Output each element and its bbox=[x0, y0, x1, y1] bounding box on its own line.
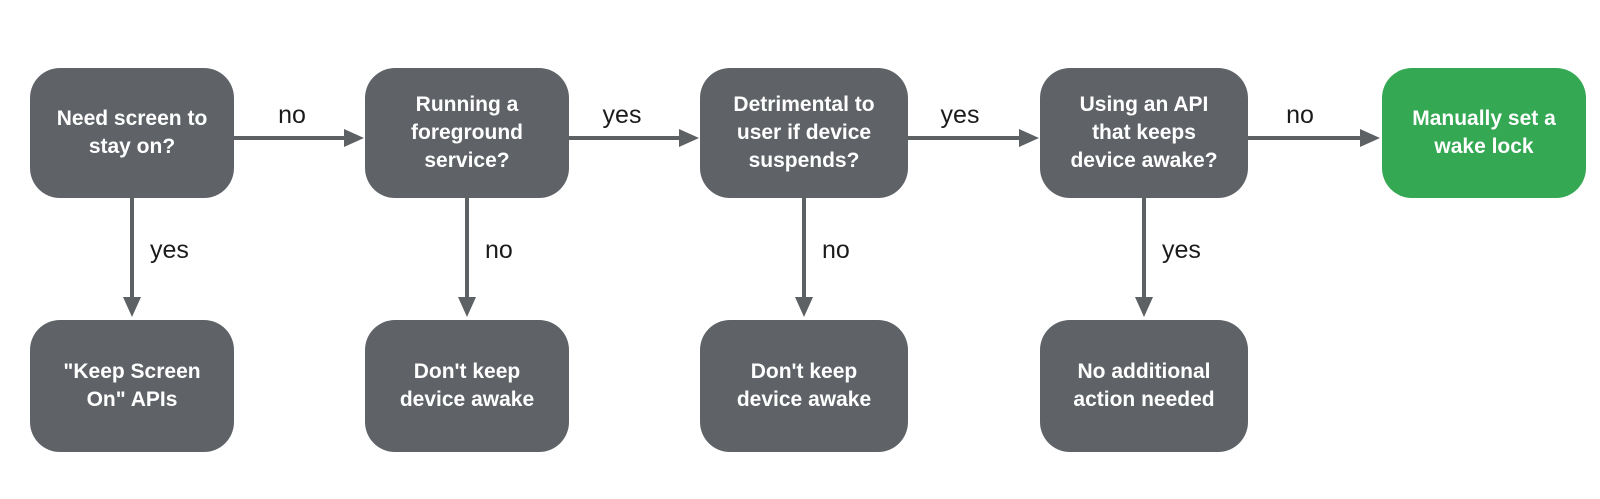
edge-label-q4-yes: yes bbox=[1162, 236, 1201, 264]
edge-label-q3-yes: yes bbox=[940, 101, 980, 129]
node-no-additional-action: No additional action needed bbox=[1040, 320, 1248, 452]
edge-label-q2-no: no bbox=[485, 236, 513, 264]
edge-label-q3-no: no bbox=[822, 236, 850, 264]
node-detrimental-question: Detrimental to user if device suspends? bbox=[700, 68, 908, 198]
node-foreground-service-question: Running a foreground service? bbox=[365, 68, 569, 198]
node-api-keeps-awake-question: Using an API that keeps device awake? bbox=[1040, 68, 1248, 198]
node-manual-wake-lock: Manually set a wake lock bbox=[1382, 68, 1586, 198]
edge-label-q1-yes: yes bbox=[150, 236, 189, 264]
edge-label-q2-yes: yes bbox=[602, 101, 642, 129]
node-dont-keep-awake-2: Don't keep device awake bbox=[700, 320, 908, 452]
edge-label-q1-no: no bbox=[278, 101, 306, 129]
node-keep-screen-on-apis: "Keep Screen On" APIs bbox=[30, 320, 234, 452]
node-need-screen-question: Need screen to stay on? bbox=[30, 68, 234, 198]
node-dont-keep-awake-1: Don't keep device awake bbox=[365, 320, 569, 452]
edge-label-q4-no: no bbox=[1286, 101, 1314, 129]
